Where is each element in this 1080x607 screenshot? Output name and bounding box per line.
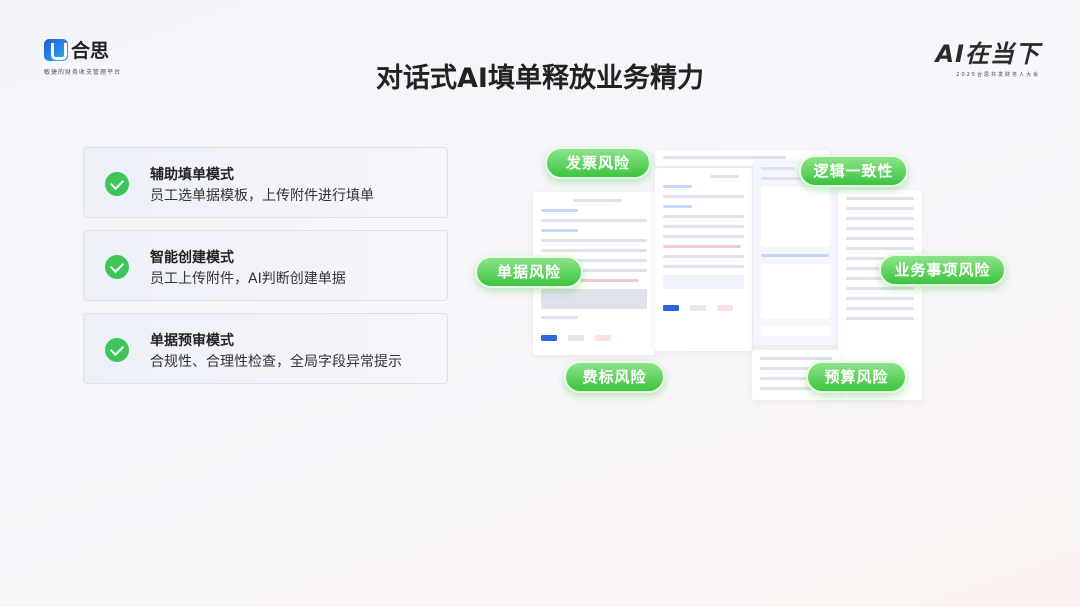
mode-card: 单据预审模式合规性、合理性检查，全局字段异常提示 <box>83 313 448 384</box>
event-subtitle: 2025合思共发财务人大会 <box>956 72 1040 78</box>
brand-name: 合思 <box>71 40 110 62</box>
check-icon <box>105 255 129 279</box>
page-title: 对话式AI填单释放业务精力 <box>376 63 704 94</box>
risk-tag-standard: 费标风险 <box>564 361 665 393</box>
risk-tag-budget: 预算风险 <box>806 361 907 393</box>
risk-tag-document: 单据风险 <box>475 256 583 288</box>
event-name: AI在当下 <box>935 40 1040 68</box>
mode-desc: 员工上传附件，AI判断创建单据 <box>150 271 346 287</box>
mode-card: 智能创建模式员工上传附件，AI判断创建单据 <box>83 230 448 301</box>
check-icon <box>105 172 129 196</box>
mode-desc: 合规性、合理性检查，全局字段异常提示 <box>150 354 402 370</box>
mode-title: 辅助填单模式 <box>150 167 234 183</box>
mode-title: 智能创建模式 <box>150 250 234 266</box>
mode-desc: 员工选单据模板，上传附件进行填单 <box>150 188 374 204</box>
logo-icon <box>44 38 68 61</box>
risk-tag-logic: 逻辑一致性 <box>799 155 908 187</box>
mode-card: 辅助填单模式员工选单据模板，上传附件进行填单 <box>83 147 448 218</box>
brand-logo: 合思 敏捷的财务收支管理平台 <box>44 36 121 76</box>
event-logo: AI在当下 2025合思共发财务人大会 <box>935 34 1040 78</box>
ai-chat-screenshot <box>753 160 838 345</box>
check-icon <box>105 338 129 362</box>
risk-tag-invoice: 发票风险 <box>545 147 651 179</box>
form-screenshot-2 <box>655 168 752 351</box>
risk-tag-business: 业务事项风险 <box>879 254 1006 286</box>
brand-tagline: 敏捷的财务收支管理平台 <box>44 69 122 76</box>
mode-title: 单据预审模式 <box>150 333 234 349</box>
